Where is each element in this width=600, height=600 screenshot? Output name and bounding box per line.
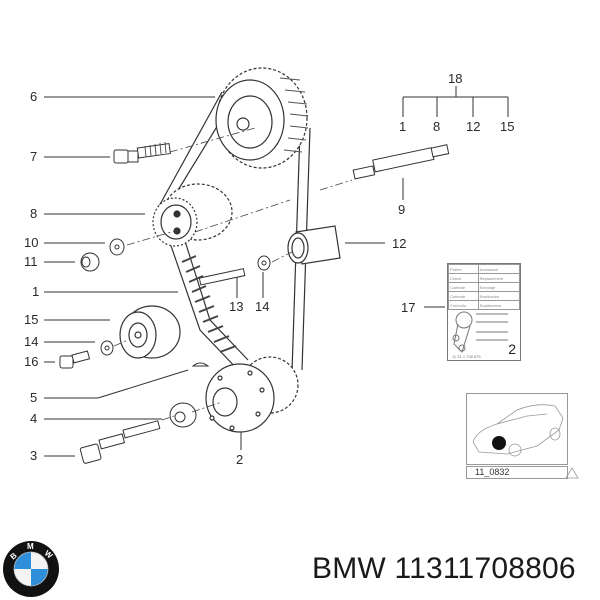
washer-14b [257, 255, 271, 271]
brand-name: BMW [312, 552, 386, 585]
label-cell: Check [448, 273, 479, 283]
label-cell: Echange [477, 282, 521, 292]
bmw-logo-icon: B M W [3, 541, 59, 597]
label-cell: Sostituzione [477, 300, 521, 310]
camshaft-sprocket [215, 67, 309, 169]
callout-3: 3 [30, 448, 38, 463]
label-cell: Prüfen [448, 264, 479, 274]
warning-triangle-icon [565, 467, 579, 479]
bolt-3 [79, 420, 161, 464]
label-cell: Controle [448, 291, 479, 301]
kit-child-15: 15 [500, 119, 515, 134]
callout-16: 16 [24, 354, 39, 369]
svg-text:W: W [43, 549, 55, 561]
label-cell: Contrôle [448, 282, 479, 292]
car-locator [466, 393, 568, 465]
belt-schematic-icon [452, 311, 508, 353]
shaft-9 [352, 144, 450, 180]
intermediate-sprocket [152, 183, 233, 247]
crankshaft-sprocket [205, 356, 299, 433]
kit-child-8: 8 [433, 119, 441, 134]
callout-2: 2 [236, 452, 244, 467]
callout-13: 13 [229, 299, 244, 314]
label-cell: Sustitución [477, 291, 521, 301]
callout-1: 1 [32, 284, 40, 299]
idler-roller-15 [119, 305, 181, 359]
callout-6: 6 [30, 89, 38, 104]
bolt-7 [113, 141, 171, 164]
callout-4: 4 [30, 411, 38, 426]
callout-10: 10 [24, 235, 39, 250]
label-cell: Austausch [477, 264, 521, 274]
callout-12: 12 [392, 236, 407, 251]
sleeve-12 [287, 225, 341, 265]
location-marker [492, 436, 506, 450]
callout-5: 5 [30, 390, 38, 405]
woodruff-key-5 [191, 362, 210, 367]
callout-7: 7 [30, 149, 38, 164]
nut-11 [80, 252, 100, 272]
svg-text:B: B [9, 551, 19, 562]
callout-17: 17 [401, 300, 416, 315]
label-cell: Replacement [477, 273, 521, 283]
bolt-16 [59, 350, 91, 369]
svg-text:M: M [27, 542, 34, 551]
kit-parent-18: 18 [448, 71, 463, 86]
leader-5b [97, 369, 189, 399]
callout-15: 15 [24, 312, 39, 327]
callout-9: 9 [398, 202, 406, 217]
sheet-number: 2 [508, 341, 516, 357]
callout-14: 14 [24, 334, 39, 349]
part-number: 11311708806 [394, 552, 576, 585]
washer-10 [109, 238, 125, 256]
car-locator-code: 11_0832 [466, 466, 568, 479]
label-card-code: 11 31 1 738 875 [452, 354, 481, 359]
washer-4 [169, 402, 197, 428]
kit-child-12: 12 [466, 119, 481, 134]
callout-11: 11 [24, 254, 38, 269]
callout-8: 8 [30, 206, 38, 221]
part-number-title: BMW 11311708806 [312, 552, 576, 586]
car-outline-icon [472, 404, 564, 457]
washer-14a [100, 340, 114, 356]
timing-belt [157, 91, 311, 373]
bolt-13 [198, 268, 246, 286]
kit-child-1: 1 [399, 119, 407, 134]
callout-14-right: 14 [255, 299, 270, 314]
